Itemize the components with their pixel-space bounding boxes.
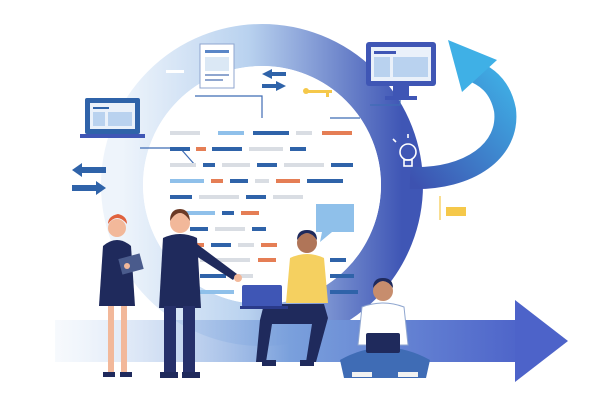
code-lines: [170, 131, 358, 294]
exchange-arrows-icon: [72, 163, 106, 195]
man-sitting-with-laptop: [240, 230, 328, 366]
key-icon: [303, 88, 332, 97]
exchange-arrows-icon: [262, 69, 286, 91]
dash-mark: [166, 70, 184, 73]
progress-arrow-icon: [55, 300, 568, 382]
woman-with-tablet: [99, 214, 144, 377]
refresh-arrow-icon: [409, 40, 517, 190]
connector-lines: [140, 95, 401, 166]
tag-icon: [439, 196, 466, 220]
monitor-icon: [366, 42, 436, 100]
lightbulb-icon: [392, 134, 424, 167]
man-cross-legged: [340, 278, 430, 378]
chat-bubble-icon: [316, 204, 354, 242]
laptop-icon: [80, 98, 145, 138]
man-standing: [159, 209, 242, 378]
document-icon: [199, 43, 235, 89]
